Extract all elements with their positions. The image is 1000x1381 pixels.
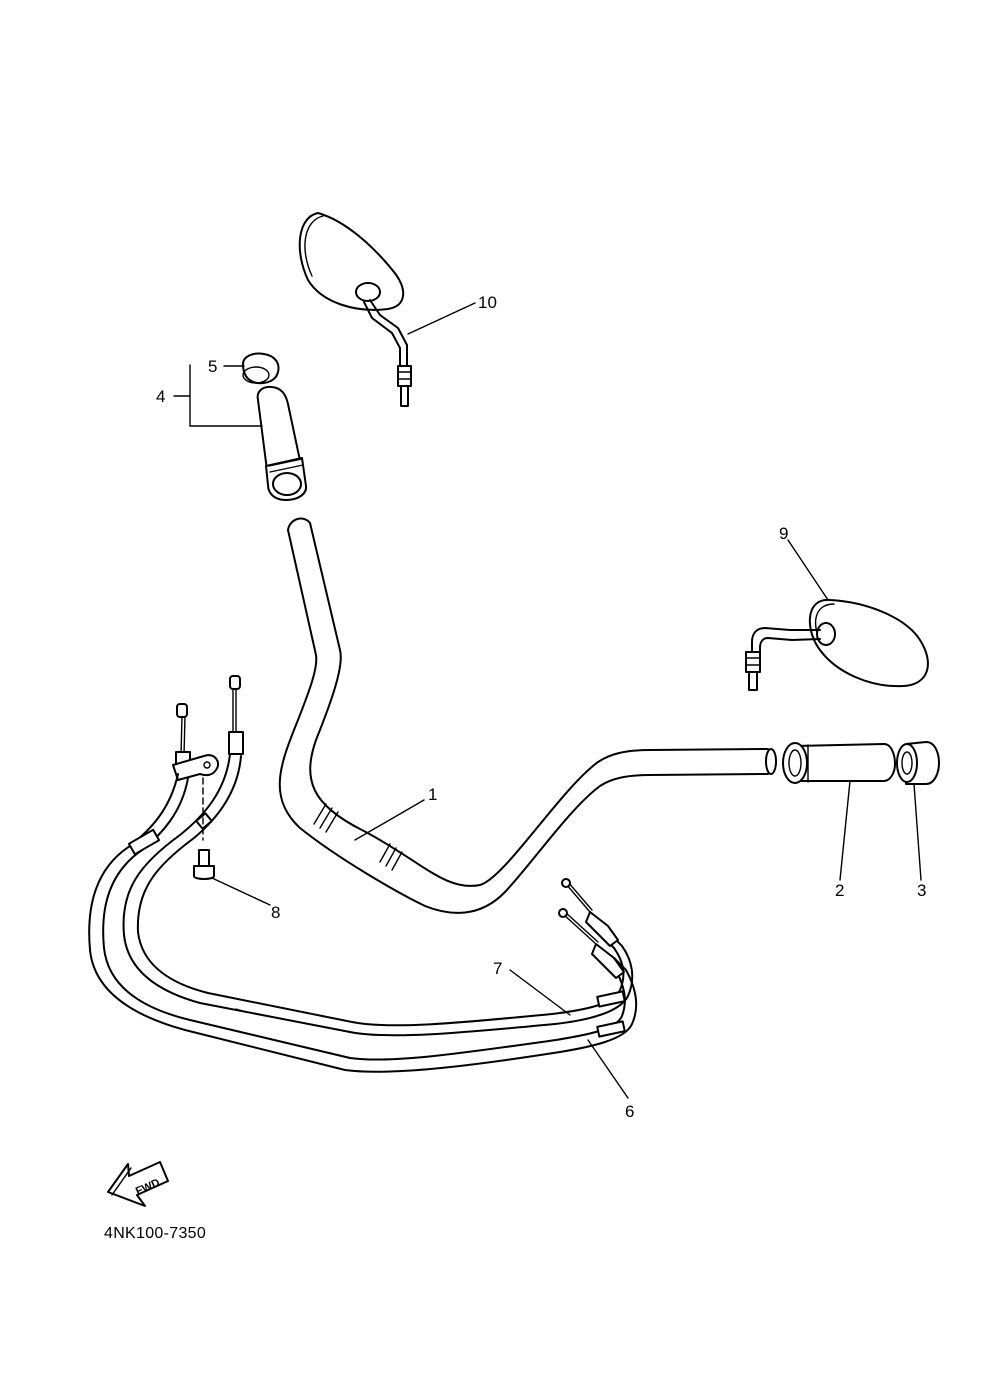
part-label-9: 9 <box>779 524 788 543</box>
left-grip-assembly-drawing[interactable] <box>256 385 308 501</box>
part-label-10: 10 <box>478 293 497 312</box>
handlebar-drawing[interactable] <box>278 517 777 914</box>
part-labels: 10 5 4 9 1 2 3 8 7 6 <box>156 293 926 1121</box>
part-label-8: 8 <box>271 903 280 922</box>
part-label-6: 6 <box>625 1102 634 1121</box>
leader-lines <box>173 302 922 1099</box>
part-label-5: 5 <box>208 357 217 376</box>
throttle-cables-drawing[interactable] <box>88 675 638 1073</box>
part-label-4: 4 <box>156 387 165 406</box>
drawing-code: 4NK100-7350 <box>104 1225 206 1242</box>
part-label-7: 7 <box>493 959 502 978</box>
right-grip-drawing[interactable] <box>782 742 896 784</box>
part-label-1: 1 <box>428 785 437 804</box>
right-mirror-drawing[interactable] <box>745 598 929 691</box>
part-label-2: 2 <box>835 881 844 900</box>
fwd-arrow-icon: FWD <box>107 1161 169 1207</box>
left-mirror-drawing[interactable] <box>298 212 412 407</box>
cable-clamp-bolt-drawing[interactable] <box>193 777 215 880</box>
left-grip-end-drawing[interactable] <box>242 352 280 385</box>
right-grip-end-drawing[interactable] <box>896 741 940 785</box>
part-label-3: 3 <box>917 881 926 900</box>
